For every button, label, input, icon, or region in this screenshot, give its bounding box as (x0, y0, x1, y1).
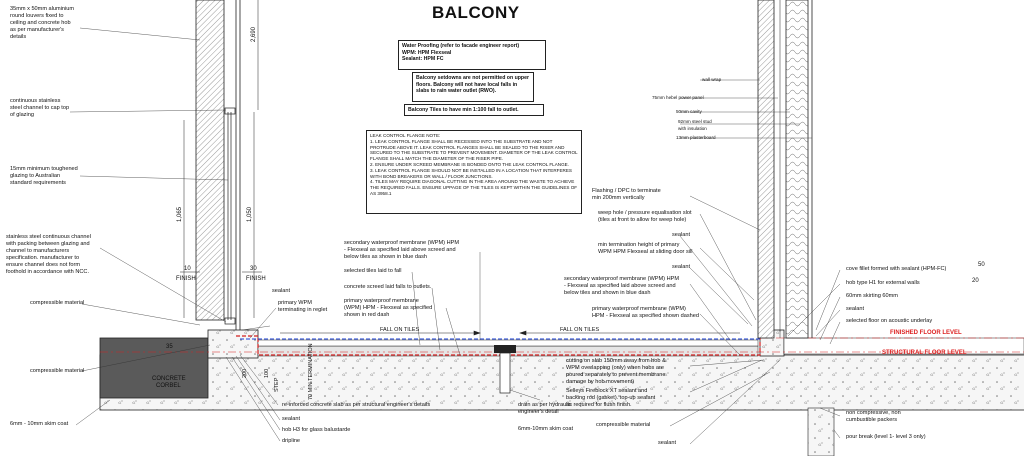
dim-1050: 1,050 (247, 206, 253, 222)
left-wall (195, 0, 241, 330)
note-fireblock: Selleys Fireblock XT sealant and backing… (566, 388, 656, 408)
note-louvers: 35mm x 50mm aluminium round louvers fixe… (10, 6, 75, 40)
note-dripline: dripline (282, 438, 301, 444)
dimensions (180, 0, 262, 318)
leak-control-box: LEAK CONTROL FLANGE NOTE: 1. LEAK CONTRO… (366, 130, 582, 214)
note-plasterboard: 13mm plasterboard (676, 135, 716, 140)
note-concrete-screed: concrete screed laid falls to outlets. (344, 284, 432, 290)
structural-floor-level-label: STRUCTURAL FLOOR LEVEL (882, 350, 967, 356)
right-wall (757, 0, 835, 456)
finished-floor-level-label: FINISHED FLOOR LEVEL (890, 330, 962, 336)
note-sealant-1: sealant (672, 232, 691, 238)
primary-wpm-line (236, 330, 761, 356)
leaders-left (69, 27, 281, 442)
note-flashing: Flashing / DPC to terminate min 200mm ve… (592, 188, 661, 201)
note-drain: drain as per hydraulic engineer's detail (518, 402, 572, 415)
waterproofing-box: Water Proofing (refer to facade engineer… (398, 40, 546, 70)
note-pour-break: pour break (level 1- level 3 only) (846, 434, 926, 440)
dim-step: STEP (274, 377, 280, 392)
dim-finish-right: FINISH (246, 276, 266, 282)
note-selected-floor: selected floor on acoustic underlay (846, 318, 933, 324)
dim-10: 10 (184, 266, 191, 272)
dim-200: 200 (242, 369, 248, 378)
note-secondary-wpm: secondary waterproof membrane (WPM) HPM … (344, 240, 460, 260)
note-cove-fillet: cove fillet formed with sealant (HPM-FC) (846, 266, 947, 272)
dim-100: 100 (264, 369, 270, 378)
tiles-fall-box: Balcony Tiles to have min 1:100 fall to … (404, 104, 544, 116)
dim-20: 20 (972, 278, 979, 284)
note-min-termination: min termination height of primary WPM HP… (598, 242, 693, 255)
dim-35: 35 (166, 344, 173, 350)
note-packers: non compressive, non cumbustible packers (846, 410, 901, 423)
note-cavity: 50mm cavity (676, 109, 702, 114)
note-sealant-bottom: sealant (658, 440, 677, 446)
note-hob-h3: hob H3 for glass balustarde (282, 427, 351, 433)
note-weep-hole: weep hole / pressure equalisation slot (… (598, 210, 692, 223)
note-selected-tiles: selected tiles laid to fall (344, 268, 402, 274)
setdowns-box: Balcony setdowns are not permitted on up… (412, 72, 534, 102)
note-compressible-1: compressible material (30, 300, 85, 306)
fall-label-1: FALL ON TILES (380, 327, 419, 333)
drawing-title: BALCONY (432, 3, 520, 22)
note-compressible-right: compressible material (596, 422, 651, 428)
note-skim-coat-center: 6mm-10mm skim coat (518, 426, 574, 432)
note-sealant-right: sealant (846, 306, 865, 312)
note-glazing: 15mm minimum toughened glazing to Austra… (10, 166, 78, 186)
glass-balustrade (224, 107, 236, 325)
note-sealant-hob: sealant (282, 416, 301, 422)
note-cutting-slab: cutting on slab 150mm away from hob & WP… (566, 358, 666, 385)
note-sealant-top: sealant (272, 288, 291, 294)
note-hob-h1: hob type H1 for external walls (846, 280, 920, 286)
note-skim-coat-left: 6mm - 10mm skim coat (10, 421, 69, 427)
fall-label-2: FALL ON TILES (560, 327, 599, 333)
dim-50: 50 (978, 262, 985, 268)
dim-finish-left: FINISH (176, 276, 196, 282)
note-steel-stud: 92mm steel stud with insulation (678, 119, 712, 131)
note-primary-wpm-right: primary waterproof membrane (WPM) HPM - … (592, 306, 699, 319)
fall-arrows (280, 330, 740, 336)
note-primary-wpm-red: primary waterproof membrane (WPM) HPM - … (344, 298, 433, 318)
note-secondary-wpm-right: secondary waterproof membrane (WPM) HPM … (564, 276, 680, 296)
dim-30: 30 (250, 266, 257, 272)
dim-min-termination: 70 MIN TERMINATION (308, 343, 314, 400)
note-primary-wpm-reglet: primary WPM terminating in reglet (278, 300, 328, 313)
note-compressible-2: compressible material (30, 368, 85, 374)
note-hebel-panel: 75mm hebel power panel (652, 95, 704, 100)
leaders-right (411, 79, 841, 445)
hob-h3 (207, 329, 259, 359)
note-wall-wrap: wall wrap (702, 77, 722, 82)
dim-2690: 2,690 (251, 26, 257, 42)
note-reinforced-slab: re-inforced concrete slab as per structu… (282, 402, 431, 408)
note-stainless-channel: stainless steel continuous channel with … (6, 234, 91, 275)
drain (494, 345, 516, 394)
dim-1065: 1,065 (177, 206, 183, 222)
balcony-slab (99, 329, 1024, 411)
note-sealant-2: sealant (672, 264, 691, 270)
note-skirting: 60mm skirting 60mm (846, 293, 898, 299)
note-channel-cap: continuous stainless steel channel to ca… (10, 98, 70, 118)
concrete-corbel (99, 337, 209, 399)
